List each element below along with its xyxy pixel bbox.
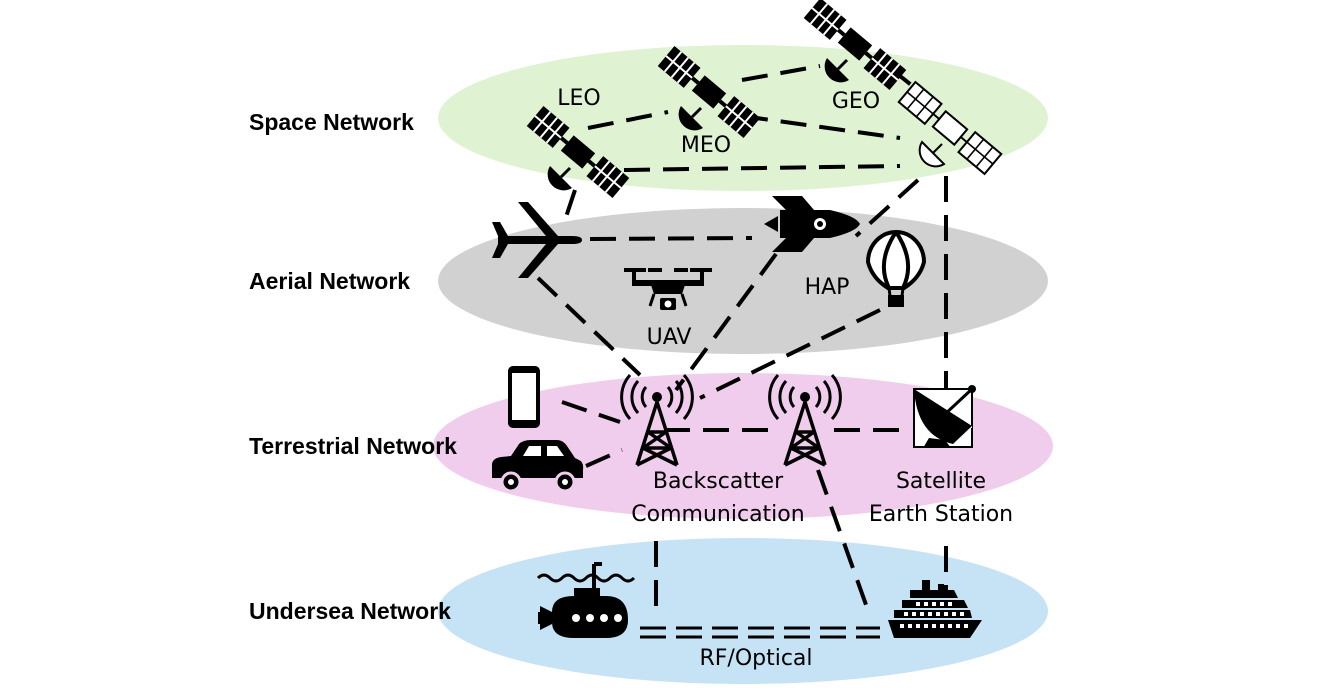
aerial-network-label: Aerial Network: [249, 268, 410, 294]
submarine-icon: [536, 562, 636, 638]
earth-station-label-line2: Earth Station: [869, 502, 1013, 527]
ship-icon: [888, 580, 982, 638]
rocket-icon: [764, 196, 860, 252]
car-icon: [492, 440, 584, 493]
satellite-dish-icon: [913, 385, 976, 448]
backscatter-label-line2: Communication: [631, 502, 804, 527]
hap-label: HAP: [805, 275, 850, 300]
earth-station-label-line1: Satellite: [896, 469, 986, 494]
uav-label: UAV: [647, 325, 692, 350]
hot-air-balloon-icon: [865, 230, 927, 307]
terrestrial-network-label: Terrestrial Network: [249, 433, 457, 459]
backscatter-label-line1: Backscatter: [653, 469, 784, 494]
terrestrial-layer: [433, 373, 1053, 519]
drone-icon: [624, 268, 712, 310]
geo-label: GEO: [832, 89, 880, 114]
smartphone-icon: [508, 366, 540, 428]
aerial-layer: [438, 208, 1048, 354]
meo-label: MEO: [681, 133, 731, 158]
airplane-icon: [492, 202, 582, 278]
undersea-network-label: Undersea Network: [249, 598, 451, 624]
space-network-label: Space Network: [249, 109, 414, 135]
network-links: [536, 64, 948, 639]
rf-optical-label: RF/Optical: [699, 646, 812, 671]
leo-label: LEO: [557, 86, 600, 111]
